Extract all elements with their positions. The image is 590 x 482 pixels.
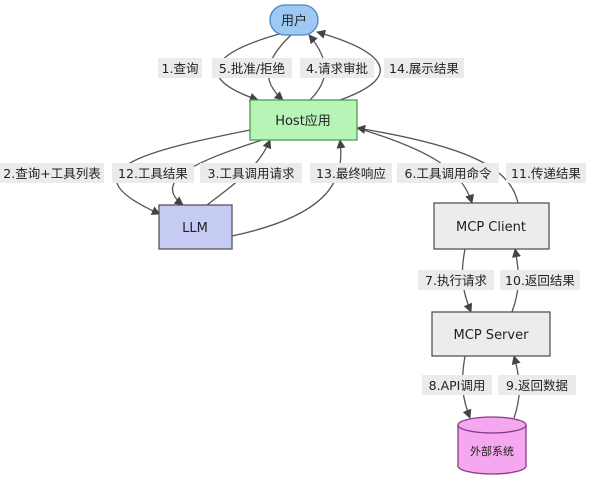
- svg-text:11.传递结果: 11.传递结果: [511, 166, 581, 181]
- node-external-system: 外部系统: [457, 416, 527, 475]
- node-llm-shape: [158, 204, 233, 250]
- edge-label-7: 7.执行请求: [418, 270, 494, 290]
- svg-text:2.查询+工具列表: 2.查询+工具列表: [3, 166, 101, 181]
- edge-llm-to-host-final: [231, 139, 346, 237]
- edge-label-10: 10.返回结果: [500, 270, 580, 290]
- node-llm: LLM: [158, 204, 233, 250]
- edge-label-4: 4.请求审批: [300, 58, 374, 78]
- svg-text:5.批准/拒绝: 5.批准/拒绝: [219, 61, 285, 76]
- svg-text:7.执行请求: 7.执行请求: [425, 273, 487, 288]
- node-mcp-client-label: MCP Client: [456, 220, 526, 235]
- edge-label-8: 8.API调用: [422, 375, 492, 395]
- svg-text:6.工具调用命令: 6.工具调用命令: [405, 166, 492, 181]
- edge-label-6: 6.工具调用命令: [397, 163, 499, 183]
- edge-label-11: 11.传递结果: [506, 163, 586, 183]
- svg-text:10.返回结果: 10.返回结果: [505, 273, 575, 288]
- svg-text:3.工具调用请求: 3.工具调用请求: [208, 166, 295, 181]
- edge-label-1: 1.查询: [158, 58, 202, 78]
- edge-label-12: 12.工具结果: [112, 163, 194, 183]
- node-llm-label: LLM: [182, 221, 208, 236]
- edge-label-13: 13.最终响应: [310, 163, 392, 183]
- node-mcp-server-label: MCP Server: [454, 328, 530, 343]
- svg-text:4.请求审批: 4.请求审批: [306, 61, 368, 76]
- node-user-shape: [269, 4, 319, 36]
- edge-label-14: 14.展示结果: [384, 58, 464, 78]
- svg-text:1.查询: 1.查询: [162, 61, 199, 76]
- svg-text:12.工具结果: 12.工具结果: [118, 166, 188, 181]
- node-mcp-client: MCP Client: [433, 202, 550, 250]
- svg-text:14.展示结果: 14.展示结果: [389, 61, 459, 76]
- edge-host-to-user-show: [316, 29, 381, 101]
- svg-text:13.最终响应: 13.最终响应: [316, 166, 386, 181]
- edge-label-3: 3.工具调用请求: [200, 163, 302, 183]
- node-host: Host应用: [249, 99, 358, 141]
- node-host-shape: [249, 99, 358, 141]
- node-mcp-client-shape: [433, 202, 550, 250]
- node-user: 用户: [269, 4, 319, 36]
- node-external-system-label: 外部系统: [470, 444, 514, 458]
- node-external-system-top: [457, 416, 527, 434]
- svg-text:9.返回数据: 9.返回数据: [506, 378, 568, 393]
- node-mcp-server: MCP Server: [431, 311, 551, 357]
- edge-client-to-host-pass: [356, 124, 519, 204]
- node-mcp-server-shape: [431, 311, 551, 357]
- node-user-label: 用户: [281, 13, 307, 29]
- edge-label-2: 2.查询+工具列表: [0, 163, 104, 183]
- node-external-system-shape: [457, 425, 527, 475]
- node-host-label: Host应用: [275, 113, 331, 129]
- edge-label-9: 9.返回数据: [498, 375, 576, 395]
- edge-host-to-client-command: [356, 127, 474, 204]
- svg-text:8.API调用: 8.API调用: [429, 378, 486, 393]
- edge-label-5: 5.批准/拒绝: [212, 58, 292, 78]
